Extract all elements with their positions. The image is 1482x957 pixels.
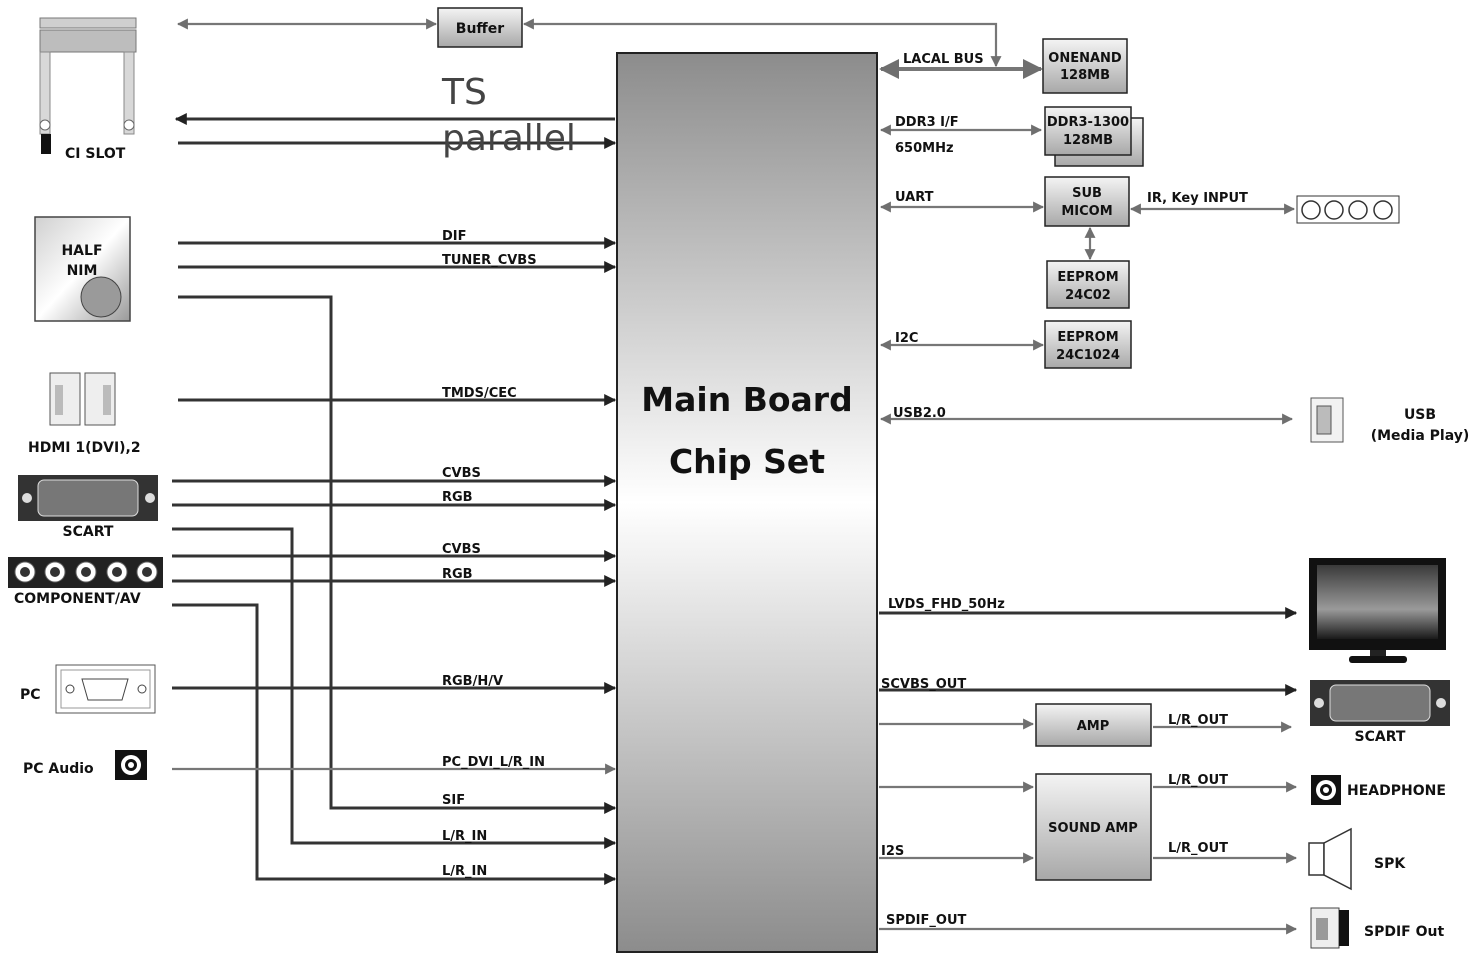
- scart-out-icon: [1310, 680, 1450, 726]
- rgb1-label: RGB: [442, 490, 473, 505]
- ci-slot-icon: [40, 18, 136, 154]
- headphone-label: HEADPHONE: [1347, 783, 1446, 799]
- pc-dvi-label: PC_DVI_L/R_IN: [442, 755, 545, 770]
- main-board-label: Main Board: [641, 380, 852, 419]
- half-label: HALF: [61, 243, 102, 259]
- eeprom1-label: EEPROM: [1057, 270, 1118, 285]
- i2c-label: I2C: [895, 331, 918, 346]
- sound-amp-label: SOUND AMP: [1048, 821, 1138, 836]
- nim-label: NIM: [67, 263, 98, 279]
- vga-port-icon: [56, 665, 155, 713]
- spk-label: SPK: [1374, 856, 1406, 872]
- chip-set-label: Chip Set: [669, 442, 825, 481]
- ddr3-mhz-label: 650MHz: [895, 141, 954, 156]
- scart-in-label: SCART: [63, 524, 114, 540]
- lr-in2-line: [172, 605, 615, 879]
- lacal-bus-label: LACAL BUS: [903, 52, 984, 67]
- scart-out-label: SCART: [1355, 729, 1406, 745]
- lr-in1-label: L/R_IN: [442, 829, 487, 844]
- usb20-label: USB2.0: [893, 406, 946, 421]
- i2s-label: I2S: [881, 844, 904, 859]
- parallel-label: parallel: [442, 118, 576, 159]
- eeprom2-label: EEPROM: [1057, 330, 1118, 345]
- eeprom1-part-label: 24C02: [1065, 288, 1111, 303]
- usb-media-play-label: (Media Play): [1371, 428, 1470, 444]
- pc-audio-label: PC Audio: [23, 761, 94, 777]
- tmds-label: TMDS/CEC: [442, 386, 517, 401]
- amp-label: AMP: [1077, 719, 1110, 734]
- onenand-size-label: 128MB: [1060, 68, 1110, 83]
- component-av-icon: [8, 557, 163, 588]
- component-av-label: COMPONENT/AV: [14, 591, 141, 607]
- scart-in-icon: [18, 475, 158, 521]
- lr-out1-label: L/R_OUT: [1168, 713, 1228, 728]
- usb-port-icon: [1311, 398, 1343, 442]
- ir-key-board-icon: [1297, 196, 1399, 223]
- ddr3-chip-size-label: 128MB: [1063, 133, 1113, 148]
- ddr3-if-label: DDR3 I/F: [895, 115, 959, 130]
- spdif-out-label: SPDIF Out: [1364, 924, 1444, 940]
- sub-label: SUB: [1072, 186, 1102, 201]
- sif-line: [178, 297, 615, 808]
- hdmi-icon: [50, 373, 115, 425]
- onenand-label: ONENAND: [1048, 51, 1122, 66]
- onenand-box: [1043, 39, 1127, 93]
- main-board-block: [617, 53, 877, 952]
- sif-label: SIF: [442, 793, 465, 808]
- pc-label: PC: [20, 687, 41, 703]
- uart-label: UART: [895, 190, 934, 205]
- lr-out3-label: L/R_OUT: [1168, 841, 1228, 856]
- lr-out2-label: L/R_OUT: [1168, 773, 1228, 788]
- dif-label: DIF: [442, 229, 467, 244]
- ci-slot-label: CI SLOT: [65, 146, 126, 162]
- rgb2-label: RGB: [442, 567, 473, 582]
- rgbhv-label: RGB/H/V: [442, 674, 503, 689]
- spdif-out-signal-label: SPDIF_OUT: [886, 913, 967, 928]
- hdmi-label: HDMI 1(DVI),2: [28, 440, 141, 456]
- spdif-port-icon: [1311, 908, 1349, 948]
- tv-panel-icon: [1309, 558, 1446, 663]
- ts-label: TS: [441, 72, 487, 113]
- scvbs-out-label: SCVBS_OUT: [881, 677, 966, 692]
- headphone-jack-icon: [1311, 775, 1341, 805]
- pc-audio-jack-icon: [115, 750, 147, 780]
- usb-label: USB: [1404, 407, 1436, 423]
- ddr3-chip-label: DDR3-1300: [1047, 115, 1129, 130]
- lr-in2-label: L/R_IN: [442, 864, 487, 879]
- cvbs1-label: CVBS: [442, 466, 481, 481]
- lvds-label: LVDS_FHD_50Hz: [888, 597, 1005, 612]
- speaker-icon: [1309, 829, 1351, 889]
- cvbs2-label: CVBS: [442, 542, 481, 557]
- ir-key-label: IR, Key INPUT: [1147, 191, 1248, 206]
- eeprom2-part-label: 24C1024: [1056, 348, 1120, 363]
- tuner-cvbs-label: TUNER_CVBS: [442, 253, 537, 268]
- buffer-label: Buffer: [456, 21, 504, 37]
- lr-in1-line: [172, 529, 615, 843]
- micom-label: MICOM: [1061, 204, 1112, 219]
